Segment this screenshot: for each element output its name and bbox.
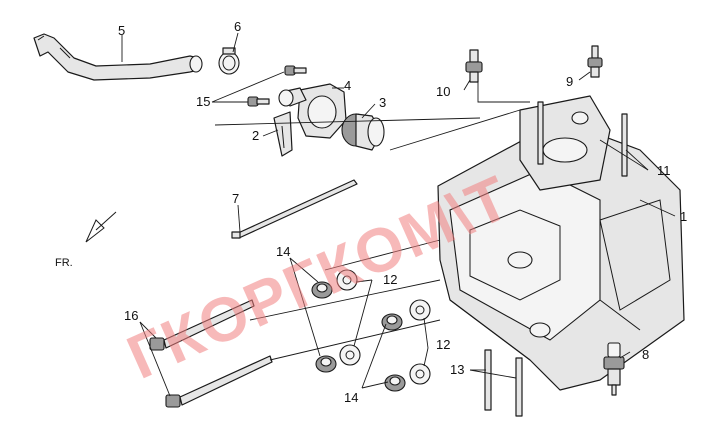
washer-part-12-a [336,269,358,291]
long-bolt-part-16-upper [149,299,255,351]
temperature-sensor-part-10 [465,49,483,83]
front-direction-label: FR. [55,257,73,269]
callout-15: 15 [196,94,210,109]
callout-4: 4 [344,78,351,93]
stud-part-13-left [484,349,492,411]
front-direction-arrow-icon [85,211,117,243]
callout-10: 10 [436,84,450,99]
cylinder-head-part-1 [437,95,685,391]
long-bolt-part-16-lower [165,355,273,408]
spark-plug-part-8 [603,342,625,396]
callout-14-lower: 14 [344,390,358,405]
assembly-centerlines [214,82,530,361]
washer-part-12-b [339,344,361,366]
bracket-part-2 [273,111,293,157]
nut-part-14-c [381,313,403,331]
washer-part-12-c [409,299,431,321]
washer-part-12-d [409,363,431,385]
callout-16: 16 [124,308,138,323]
studs-part-11 [537,101,628,177]
callout-7: 7 [232,191,239,206]
callout-1: 1 [680,209,687,224]
callout-2: 2 [252,128,259,143]
callout-5: 5 [118,23,125,38]
callout-8: 8 [642,347,649,362]
nut-part-14-b [315,355,337,373]
thermostat-part-3 [341,113,385,151]
nut-part-14-d [384,374,406,392]
bolt-part-15-lower [247,96,270,107]
callout-14-upper: 14 [276,244,290,259]
thermostat-housing-part-4 [278,83,347,139]
callout-9: 9 [566,74,573,89]
nut-part-14-a [311,281,333,299]
bolt-part-15-upper [284,65,307,76]
callout-12-lower: 12 [436,337,450,352]
stud-part-13-right [515,357,523,417]
callout-3: 3 [379,95,386,110]
callout-6: 6 [234,19,241,34]
callout-13: 13 [450,362,464,377]
leader-lines [121,32,676,397]
hose-part-5 [33,33,203,81]
long-pin-part-7 [231,179,358,239]
fitting-part-9 [587,45,603,78]
callout-12-upper: 12 [383,272,397,287]
hose-clamp-part-6 [218,47,240,75]
callout-11: 11 [657,163,671,178]
